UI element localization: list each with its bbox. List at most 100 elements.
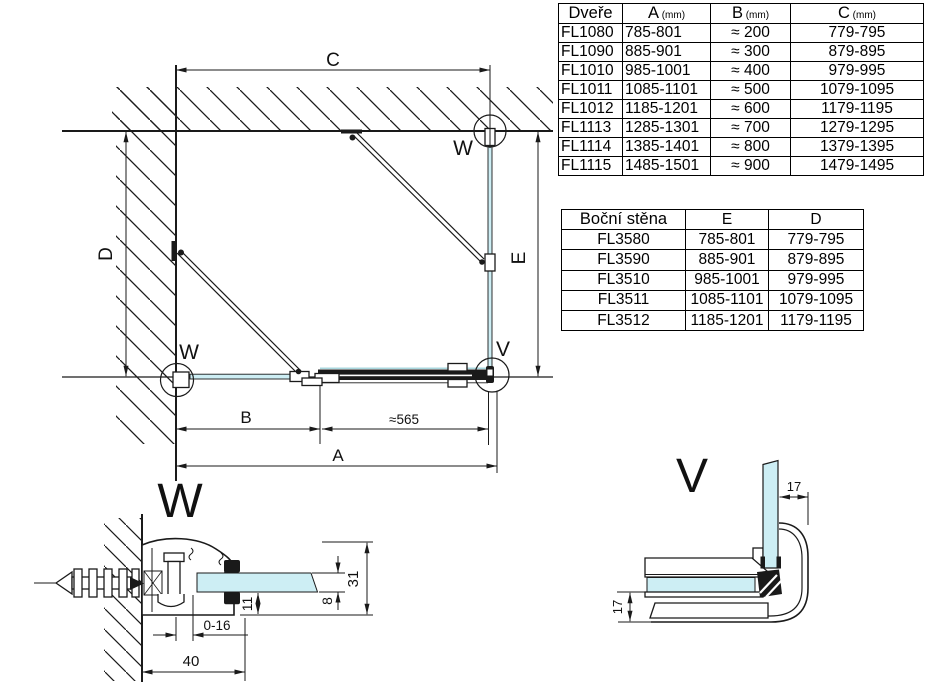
table-cell: ≈ 600 xyxy=(710,99,791,119)
table-cell: 1085-1101 xyxy=(685,289,769,311)
table-cell: 1179-1195 xyxy=(790,99,924,119)
detail-v-title: V xyxy=(676,450,708,503)
dimension-b: B xyxy=(176,386,321,444)
corner-seals xyxy=(757,556,782,598)
dim-565-label: ≈565 xyxy=(389,412,419,427)
table-cell: FL1010 xyxy=(558,61,623,81)
dimension-31: 31 xyxy=(240,541,373,616)
plan-drawing: C D E B ≈565 A W W V xyxy=(62,50,553,481)
table-cell: 1179-1195 xyxy=(768,309,864,332)
dim-c-label: C xyxy=(326,50,340,71)
table-cell: FL1080 xyxy=(558,23,623,43)
detail-v-drawing: V 17 17 xyxy=(610,450,809,623)
label-w-top: W xyxy=(453,137,473,160)
gasket-top xyxy=(224,560,240,573)
table-cell: ≈ 400 xyxy=(710,61,791,81)
table-cell: 979-995 xyxy=(790,61,924,81)
adjustment-bolt-head xyxy=(163,552,185,563)
panel-hinge-bracket xyxy=(484,253,496,272)
label-w-bottom: W xyxy=(179,341,199,364)
table-cell: 785-801 xyxy=(685,229,769,251)
dimension-a: A xyxy=(176,391,498,473)
door-handle-tab-top xyxy=(447,362,468,372)
dimension-11: 11 xyxy=(239,593,261,614)
table-cell: 1185-1201 xyxy=(685,309,769,332)
table-cell: FL1012 xyxy=(558,99,623,119)
detail-circle-v xyxy=(474,357,510,393)
table-cell: FL3590 xyxy=(561,249,686,271)
table-cell: 779-795 xyxy=(768,229,864,251)
dimension-e: E xyxy=(509,131,541,377)
table-cell: 979-995 xyxy=(768,269,864,291)
table-cell: FL1114 xyxy=(558,137,623,157)
wall-profile xyxy=(130,537,240,616)
table-cell: FL1011 xyxy=(558,80,623,100)
glass-panel-w xyxy=(196,572,319,593)
dim-17-bottom-label: 17 xyxy=(610,600,625,614)
table-cell: 785-801 xyxy=(622,23,711,43)
table-cell: 1385-1401 xyxy=(622,137,711,157)
bottom-profile-box xyxy=(649,602,769,619)
column-header: Boční stěna xyxy=(561,208,686,231)
door-bottom-lip xyxy=(644,591,764,598)
dim-8-label: 8 xyxy=(319,597,335,605)
label-v: V xyxy=(496,338,510,361)
column-header: C (mm) xyxy=(790,3,924,24)
wall-bracket-bottom xyxy=(172,371,190,389)
table-cell: 1079-1095 xyxy=(768,289,864,311)
spring-symbol xyxy=(188,547,194,561)
table-cell: 1185-1201 xyxy=(622,99,711,119)
dim-e-label: E xyxy=(509,252,530,265)
corner-joint-slot xyxy=(487,369,493,376)
dimension-0-16: 0-16 xyxy=(153,595,248,641)
table-cell: FL1113 xyxy=(558,118,623,138)
table-cell: 879-895 xyxy=(768,249,864,271)
dimension-565: ≈565 xyxy=(322,391,489,445)
table-cell: ≈ 800 xyxy=(710,137,791,157)
gasket-bottom xyxy=(224,591,240,605)
dimension-17-top: 17 xyxy=(779,479,809,525)
table-cell: ≈ 900 xyxy=(710,156,791,176)
dim-40-label: 40 xyxy=(183,653,200,670)
table-cell: 1285-1301 xyxy=(622,118,711,138)
table-cell: ≈ 700 xyxy=(710,118,791,138)
door-swing-top xyxy=(341,129,496,272)
door-glass xyxy=(646,577,756,593)
column-header: E xyxy=(685,208,769,231)
hinge-pin-dot xyxy=(178,249,184,256)
door-profile-slot xyxy=(322,374,472,377)
dim-0-16-label: 0-16 xyxy=(203,618,230,633)
detail-w-title: W xyxy=(157,475,203,528)
table-cell: 1279-1295 xyxy=(790,118,924,138)
dim-a-label: A xyxy=(332,446,344,465)
table-cell: 779-795 xyxy=(790,23,924,43)
table-cell: ≈ 300 xyxy=(710,42,791,62)
wall-hinge-left xyxy=(171,241,177,261)
table-cell: FL3580 xyxy=(561,229,686,251)
column-header: D xyxy=(768,208,864,231)
table-cell: 985-1001 xyxy=(622,61,711,81)
dim-31-label: 31 xyxy=(345,571,362,588)
table-cell: 1085-1101 xyxy=(622,80,711,100)
wall-hinge-top xyxy=(341,129,362,134)
floor-hinge-bracket-2 xyxy=(301,377,323,387)
door-assembly xyxy=(314,362,490,388)
hinge-pin-dot xyxy=(295,368,302,375)
dimension-8: 8 xyxy=(312,556,345,610)
table-cell: FL1115 xyxy=(558,156,623,176)
fixed-glass-panel xyxy=(189,373,291,380)
side-panel-glass xyxy=(762,459,779,569)
dimension-c: C xyxy=(176,50,491,148)
